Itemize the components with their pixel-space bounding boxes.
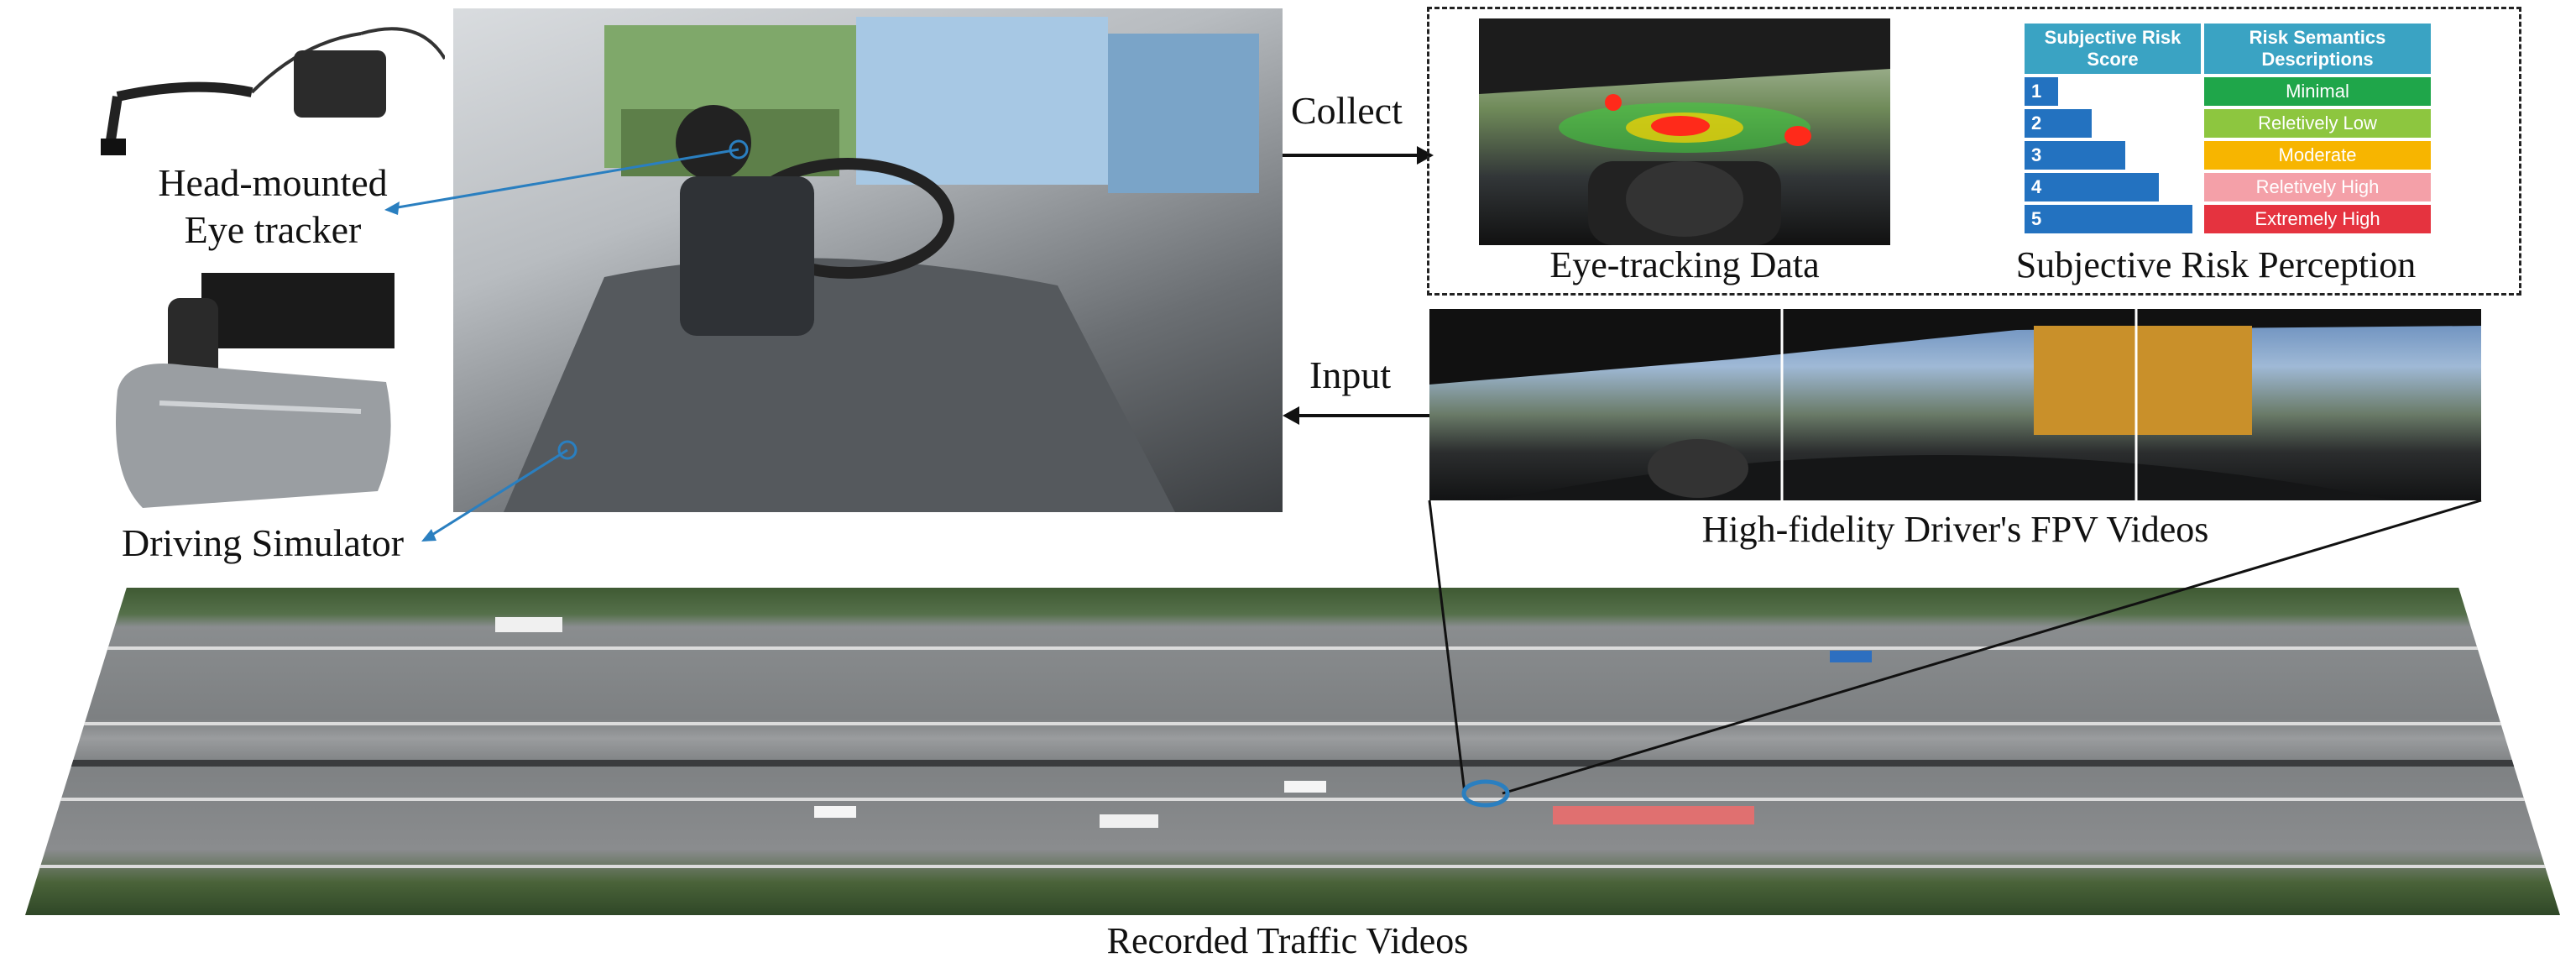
risk-row: 4 Reletively High	[2025, 173, 2431, 201]
risk-description: Moderate	[2204, 141, 2431, 170]
risk-score-bar: 2	[2025, 109, 2092, 138]
risk-score-bar: 1	[2025, 77, 2058, 106]
traffic-caption: Recorded Traffic Videos	[1106, 920, 1469, 961]
eye-tracker-illustration	[101, 27, 445, 155]
risk-row: 2 Reletively Low	[2025, 109, 2431, 138]
collect-arrow	[1283, 146, 1434, 165]
risk-score-bar: 4	[2025, 173, 2159, 201]
risk-perception-caption: Subjective Risk Perception	[2015, 244, 2417, 285]
risk-description: Minimal	[2204, 77, 2431, 106]
risk-row: 5 Extremely High	[2025, 205, 2431, 233]
collect-label: Collect	[1291, 89, 1403, 132]
fpv-caption: High-fidelity Driver's FPV Videos	[1701, 509, 2209, 550]
risk-description: Extremely High	[2204, 205, 2431, 233]
risk-description: Reletively Low	[2204, 109, 2431, 138]
risk-row: 1 Minimal	[2025, 77, 2431, 106]
eye-tracker-label: Head-mounted Eye tracker	[158, 161, 388, 251]
driving-simulator-photo	[453, 8, 1283, 512]
collected-data-box	[1427, 7, 2521, 296]
description-header: Risk Semantics Descriptions	[2204, 24, 2431, 74]
risk-row: 3 Moderate	[2025, 141, 2431, 170]
driving-simulator-label: Driving Simulator	[122, 521, 405, 564]
risk-score-bar: 3	[2025, 141, 2125, 170]
risk-description: Reletively High	[2204, 173, 2431, 201]
recorded-traffic-video	[25, 588, 2560, 915]
input-label: Input	[1309, 353, 1392, 396]
risk-scale-table: Subjective Risk Score Risk Semantics Des…	[2021, 20, 2434, 237]
score-header: Subjective Risk Score	[2025, 24, 2201, 74]
input-arrow	[1283, 406, 1429, 425]
risk-score-bar: 5	[2025, 205, 2192, 233]
eye-tracking-heatmap	[1479, 18, 1890, 245]
fpv-video-frames	[1429, 309, 2481, 500]
eye-tracking-caption: Eye-tracking Data	[1549, 244, 1820, 285]
simulator-illustration	[116, 273, 394, 508]
